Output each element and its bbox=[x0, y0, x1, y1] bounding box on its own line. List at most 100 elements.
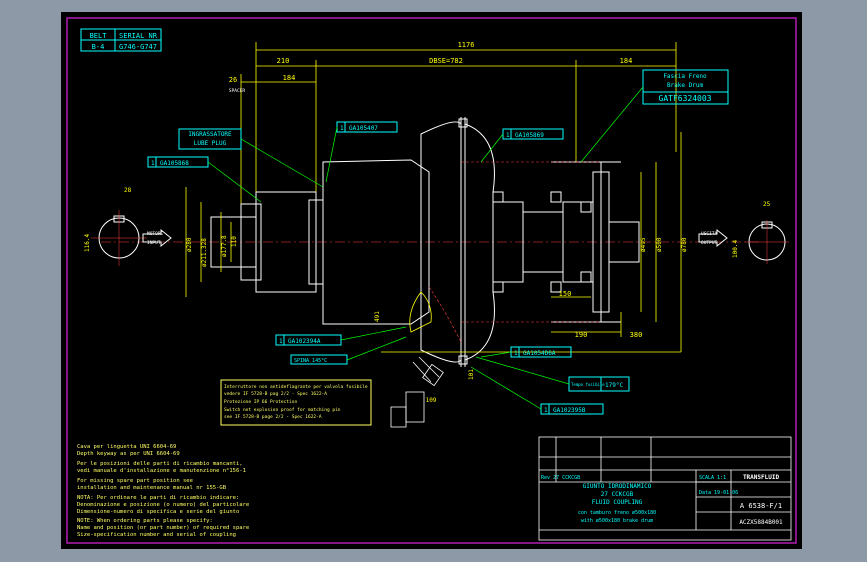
serial-header: SERIAL NR bbox=[119, 32, 158, 40]
drawing-number: A 6538-F/1 bbox=[740, 502, 782, 510]
svg-text:Dimensione-numero di specifica: Dimensione-numero di specifica e serie d… bbox=[77, 509, 239, 515]
svg-text:Tempo fusibile: Tempo fusibile bbox=[571, 382, 605, 387]
svg-text:SPINA 145°C: SPINA 145°C bbox=[294, 358, 327, 364]
callout-ga102395b: 1 GA102395B bbox=[470, 366, 604, 415]
title-date: Data 19-01-06 bbox=[699, 490, 738, 496]
title-desc-en: FLUID COUPLING bbox=[592, 499, 643, 506]
belt-header: BELT bbox=[90, 32, 108, 40]
svg-text:Cava per linguetta UNI 6604-69: Cava per linguetta UNI 6604-69 bbox=[77, 444, 176, 450]
svg-text:Protezione IP 66 Protection: Protezione IP 66 Protection bbox=[224, 399, 297, 405]
svg-text:1: 1 bbox=[151, 160, 155, 167]
title-ref: Rev 27 CCKCGB bbox=[541, 475, 580, 481]
input-label: MOTORE bbox=[147, 231, 164, 237]
svg-text:vedi manuale d'installazione e: vedi manuale d'installazione e manutenzi… bbox=[77, 468, 246, 474]
callout-ga105869: 1 GA105869 bbox=[480, 128, 564, 163]
dim-500: ø500 bbox=[656, 237, 663, 252]
svg-text:installation and maintenance m: installation and maintenance manual nr 1… bbox=[77, 485, 227, 491]
svg-text:179°C: 179°C bbox=[605, 382, 623, 389]
svg-text:GA105407: GA105407 bbox=[349, 125, 378, 132]
svg-text:Switch not explosion proof for: Switch not explosion proof for matching … bbox=[224, 407, 341, 413]
dim-280: ø280 bbox=[186, 237, 193, 252]
svg-text:NOTA: Per ordinare le parti di: NOTA: Per ordinare le parti di ricambio … bbox=[77, 495, 239, 501]
svg-text:GA102394A: GA102394A bbox=[288, 338, 321, 345]
cad-drawing: BELT SERIAL NR B-4 G746-G747 1176 210 DB… bbox=[66, 17, 797, 544]
right-shaft-end-view bbox=[745, 220, 789, 264]
dim-109: 109 bbox=[426, 397, 437, 404]
svg-text:Size-specification number and: Size-specification number and serial of … bbox=[77, 532, 236, 538]
callout-ga102394a: 1 GA102394A bbox=[275, 326, 407, 346]
title-line2: with ø500x180 brake drum bbox=[581, 518, 653, 524]
dim-210: 210 bbox=[277, 57, 290, 65]
dim-184-left: 184 bbox=[283, 74, 296, 82]
dim-116: 116.4 bbox=[84, 234, 91, 252]
svg-text:GA105869: GA105869 bbox=[515, 132, 544, 139]
svg-text:For missing spare part positio: For missing spare part position see bbox=[77, 478, 193, 484]
svg-text:GA105868: GA105868 bbox=[160, 160, 189, 167]
dim-491: 491 bbox=[374, 311, 381, 322]
svg-text:Denominazione e posizione (o n: Denominazione e posizione (o numero) del… bbox=[77, 502, 249, 508]
output-label-en: OUTPUT bbox=[701, 240, 718, 246]
switch-note: Interruttore non antideflagrante per val… bbox=[220, 379, 372, 426]
dim-150: 150 bbox=[559, 290, 572, 298]
belt-value: B-4 bbox=[92, 43, 105, 51]
greaser-label: INGRASSATORE bbox=[188, 131, 232, 138]
title-block bbox=[538, 436, 792, 541]
dim-25: 25 bbox=[763, 201, 771, 208]
callout-ga105407: 1 GA105407 bbox=[325, 121, 398, 183]
svg-text:Per le posizioni delle parti d: Per le posizioni delle parti di ricambio… bbox=[77, 461, 243, 467]
dim-101: 101 bbox=[468, 369, 475, 380]
svg-text:1: 1 bbox=[279, 338, 283, 345]
vertical-dimensions bbox=[185, 132, 682, 353]
dim-26: 26 bbox=[229, 76, 237, 84]
callout-ga1054d6a: 1 GA1054D6A bbox=[480, 346, 572, 358]
drawing-code: ACZX5884B001 bbox=[739, 519, 783, 526]
brake-title-en: Brake Drum bbox=[667, 82, 704, 89]
dim-100: 100.4 bbox=[732, 240, 739, 258]
callout-ga105868: 1 GA105868 bbox=[147, 156, 262, 203]
svg-text:1: 1 bbox=[340, 125, 344, 132]
svg-text:NOTE: When ordering parts plea: NOTE: When ordering parts please specify… bbox=[77, 518, 213, 524]
svg-text:1: 1 bbox=[514, 350, 518, 357]
dim-190: 190 bbox=[575, 331, 588, 339]
dim-780: ø780 bbox=[681, 237, 688, 252]
svg-text:vedere IF 5728-B pag 2/2 - Spe: vedere IF 5728-B pag 2/2 - Spec 1622-A bbox=[224, 391, 327, 397]
outer-frame bbox=[66, 17, 797, 544]
title-line1: con tamburo freno ø500x180 bbox=[578, 510, 656, 516]
svg-text:GA1054D6A: GA1054D6A bbox=[523, 350, 556, 357]
dim-177: ø177.8 bbox=[221, 235, 228, 257]
svg-text:GA102395B: GA102395B bbox=[553, 407, 586, 414]
dim-28: 28 bbox=[124, 187, 132, 194]
svg-text:Interruttore non antideflagran: Interruttore non antideflagrante per val… bbox=[224, 384, 368, 390]
dim-dbse: DBSE=782 bbox=[429, 57, 463, 65]
hidden-lines bbox=[428, 161, 601, 343]
drawing-sheet: BELT SERIAL NR B-4 G746-G747 1176 210 DB… bbox=[61, 12, 802, 549]
svg-text:Name and position (or part num: Name and position (or part number) of re… bbox=[77, 525, 249, 531]
dim-495: ø495 bbox=[640, 237, 647, 252]
svg-text:Depth keyway as per UNI 6604-6: Depth keyway as per UNI 6604-69 bbox=[77, 451, 180, 457]
svg-text:1: 1 bbox=[544, 407, 548, 414]
brake-code: GATF6324003 bbox=[659, 94, 712, 103]
lube-plug-label: LUBE PLUG bbox=[194, 140, 227, 147]
input-label-en: INPUT bbox=[147, 240, 161, 246]
belt-table: BELT SERIAL NR B-4 G746-G747 bbox=[80, 28, 162, 52]
company-logo: TRANSFLUID bbox=[743, 474, 780, 481]
svg-text:1: 1 bbox=[506, 132, 510, 139]
dim-overall: 1176 bbox=[458, 41, 475, 49]
bottom-notes: Cava per linguetta UNI 6604-69 Depth key… bbox=[77, 444, 249, 538]
output-arrow bbox=[698, 228, 728, 248]
serial-value: G746-G747 bbox=[119, 43, 157, 51]
left-shaft-end-view bbox=[91, 210, 147, 266]
dim-184-right: 184 bbox=[620, 57, 633, 65]
switch-detail bbox=[390, 356, 444, 428]
title-desc-it: GIUNTO IDRODINAMICO bbox=[583, 483, 652, 490]
title-scale: SCALA 1:1 bbox=[699, 475, 726, 481]
svg-text:see IF 5728-B page 2/2 - Spec: see IF 5728-B page 2/2 - Spec 1622-A bbox=[224, 414, 322, 420]
spina-callout: SPINA 145°C bbox=[290, 336, 407, 365]
spacer-label: SPACER bbox=[229, 88, 246, 94]
top-dimensions bbox=[240, 42, 677, 212]
input-arrow bbox=[142, 228, 172, 248]
temp-callout: Tempo fusibile 179°C bbox=[475, 356, 630, 392]
output-label: USCITA bbox=[701, 231, 718, 237]
dim-380: 380 bbox=[630, 331, 643, 339]
fusible-section bbox=[409, 291, 432, 333]
